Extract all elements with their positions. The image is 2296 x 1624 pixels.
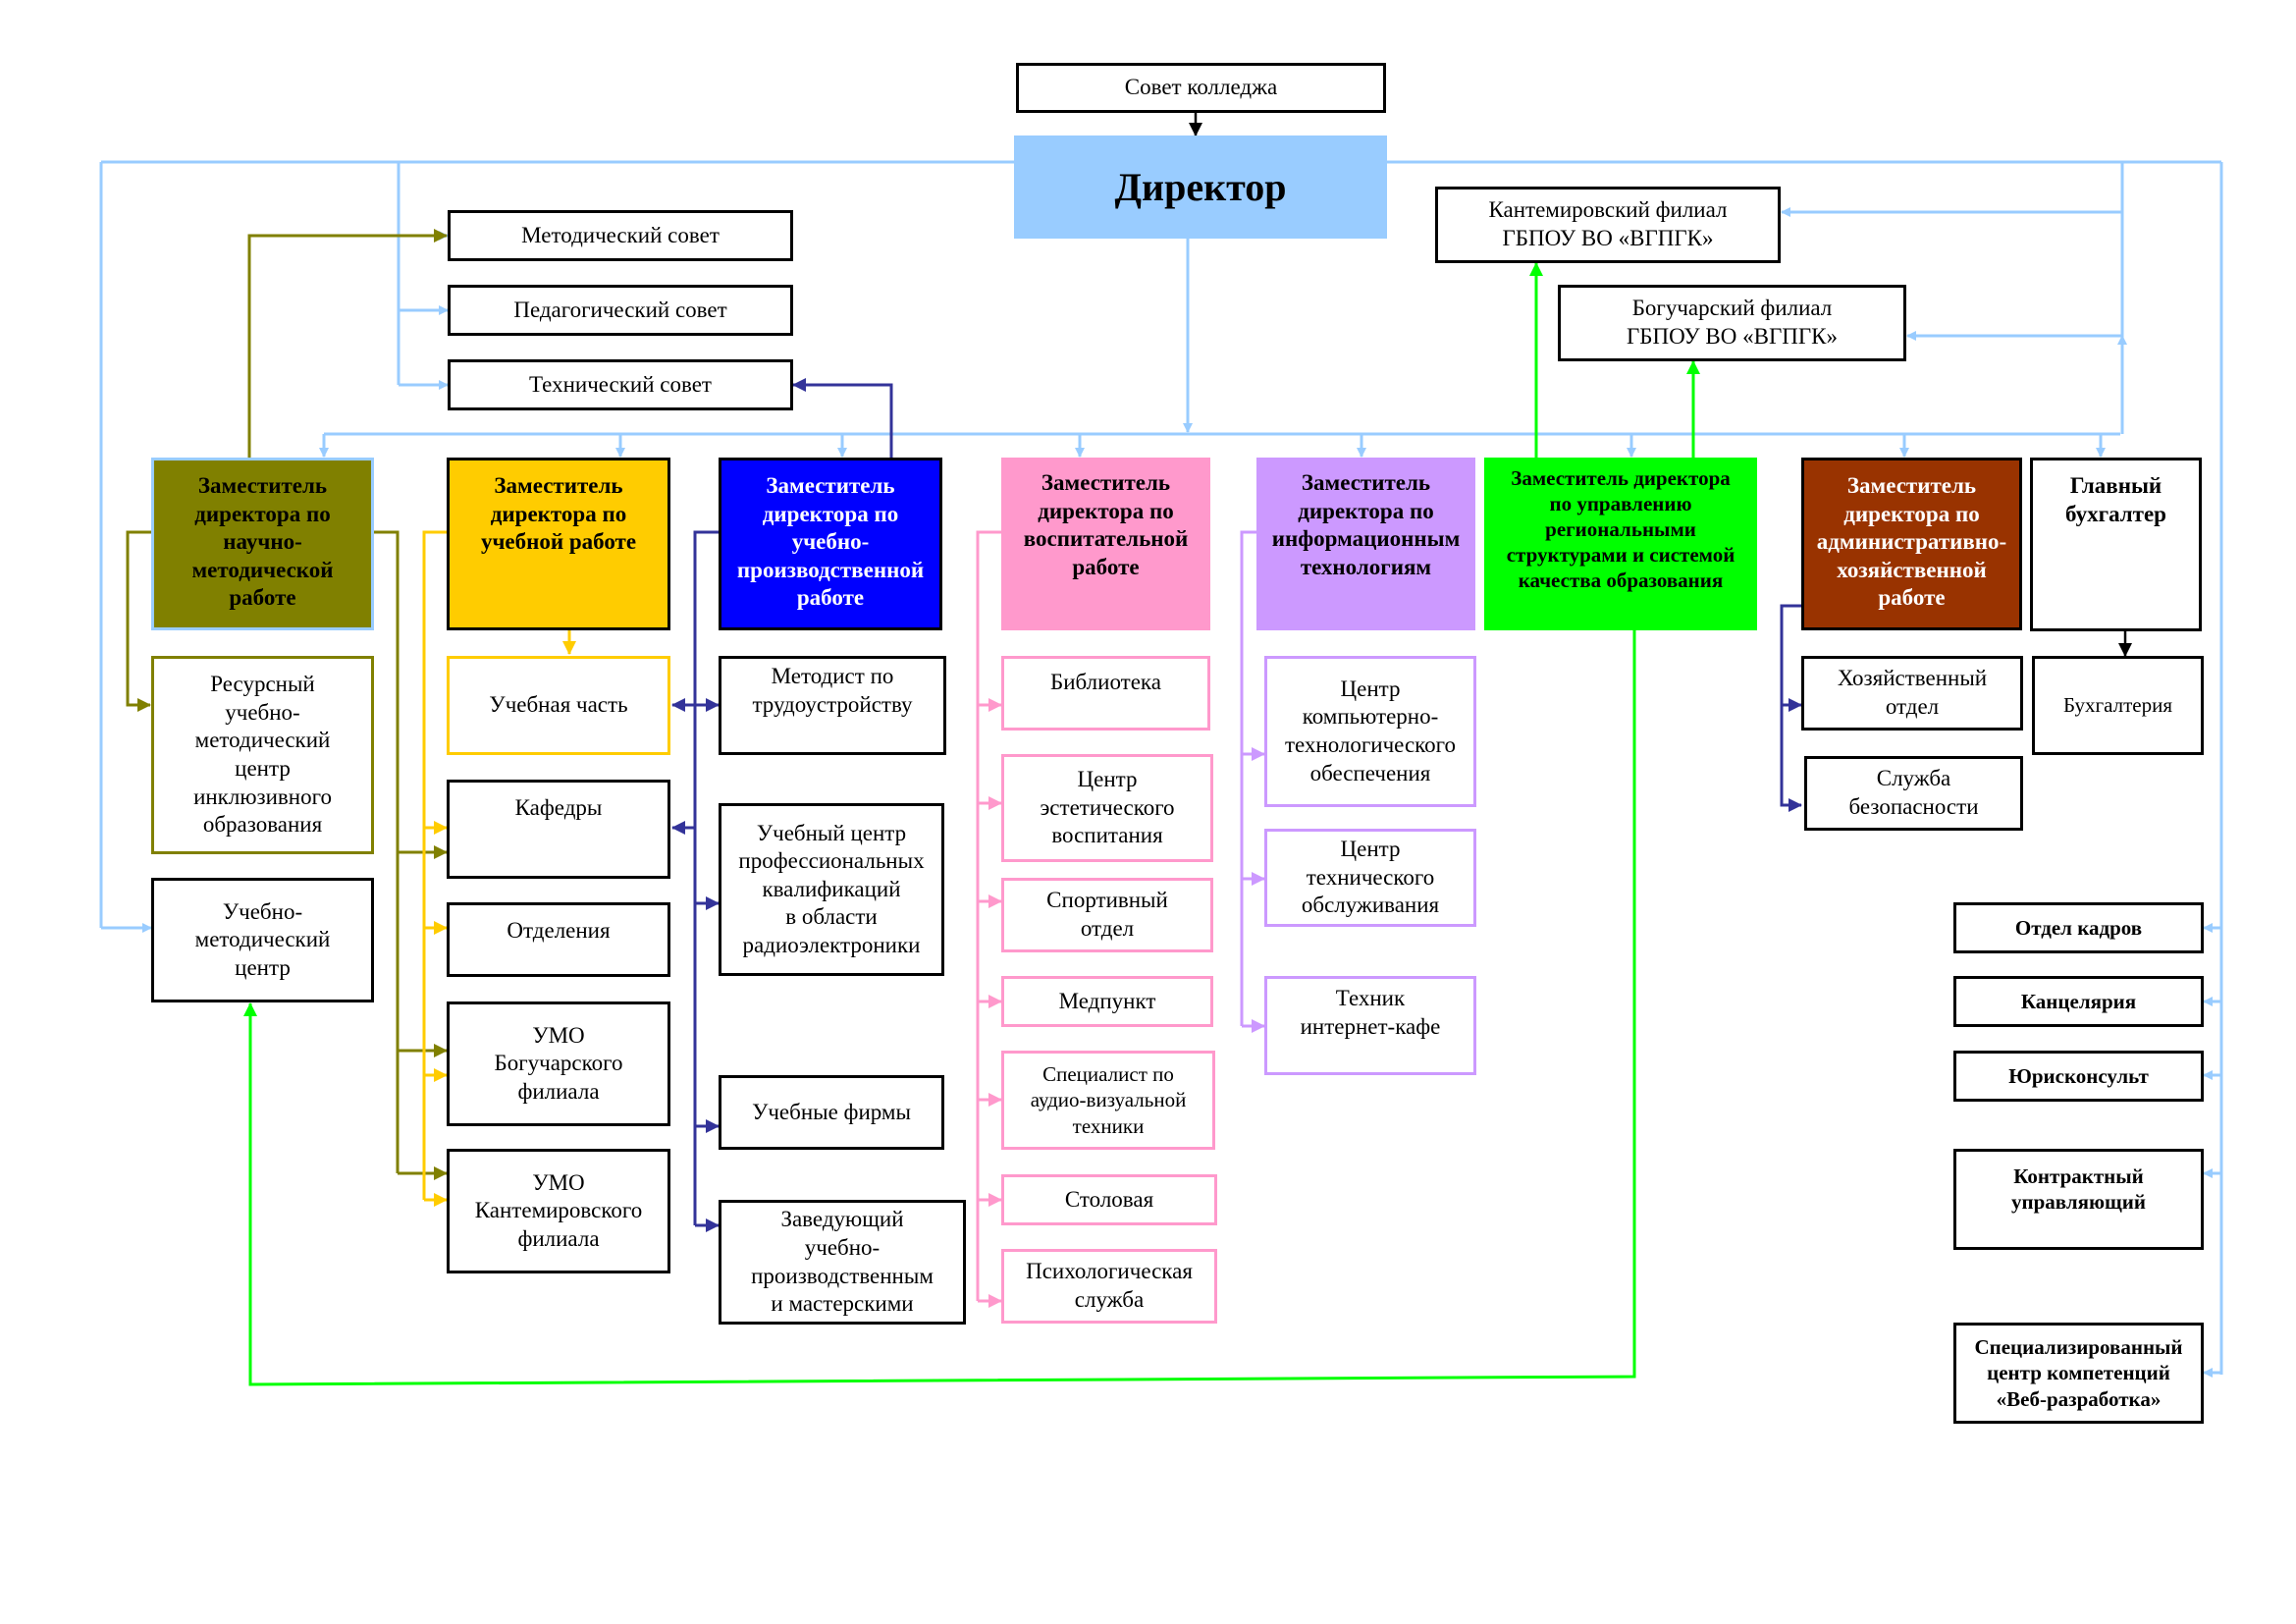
umo-boguchar-box: УМО Богучарского филиала — [447, 1001, 670, 1126]
internet-cafe-box: Техник интернет-кафе — [1264, 976, 1476, 1075]
kantemirovka-branch-label: Кантемировский филиал ГБПОУ ВО «ВГПГК» — [1488, 197, 1728, 250]
computer-center-box: Центр компьютерно- технологического обес… — [1264, 656, 1476, 807]
pedagogical-council-box: Педагогический совет — [448, 285, 793, 336]
methodical-council-label: Методический совет — [521, 222, 720, 247]
medical-box: Медпункт — [1001, 976, 1213, 1027]
tech-service-label: Центр технического обслуживания — [1301, 837, 1440, 918]
director-box: Директор — [1014, 135, 1387, 239]
deputy-regional-label: Заместитель директора по управлению реги… — [1506, 466, 1735, 593]
method-center-label: Учебно- методический центр — [194, 898, 331, 980]
technical-council-label: Технический совет — [529, 371, 712, 397]
technical-council-box: Технический совет — [448, 359, 793, 410]
deputy-it-label: Заместитель директора по информационным … — [1271, 470, 1461, 579]
psych-service-label: Психологическая служба — [1026, 1259, 1193, 1312]
study-part-label: Учебная часть — [489, 692, 628, 718]
household-box: Хозяйственный отдел — [1801, 656, 2023, 731]
training-center-label: Учебный центр профессиональных квалифика… — [738, 820, 925, 957]
deputy-science-label: Заместитель директора по научно- методич… — [191, 473, 334, 611]
divisions-label: Отделения — [507, 918, 611, 943]
umo-kantemirovka-box: УМО Кантемировского филиала — [447, 1149, 670, 1273]
internet-cafe-label: Техник интернет-кафе — [1300, 986, 1441, 1039]
method-center-box: Учебно- методический центр — [151, 878, 374, 1002]
sport-department-box: Спортивный отдел — [1001, 878, 1213, 952]
workshops-head-box: Заведующий учебно- производственным и ма… — [719, 1200, 966, 1325]
workshops-head-label: Заведующий учебно- производственным и ма… — [751, 1207, 934, 1317]
pedagogical-council-label: Педагогический совет — [513, 297, 727, 322]
canteen-box: Столовая — [1001, 1174, 1217, 1225]
academic-connectors — [422, 530, 576, 1207]
black-connectors — [1189, 113, 2132, 657]
kantemirovka-branch-box: Кантемировский филиал ГБПОУ ВО «ВГПГК» — [1435, 187, 1781, 263]
aesthetic-center-box: Центр эстетического воспитания — [1001, 754, 1213, 862]
competence-center-label: Специализированный центр компетенций «Ве… — [1974, 1335, 2183, 1411]
divisions-box: Отделения — [447, 902, 670, 977]
library-box: Библиотека — [1001, 656, 1210, 731]
hr-label: Отдел кадров — [2014, 915, 2143, 940]
chief-accountant-label: Главный бухгалтер — [2065, 473, 2166, 526]
it-connectors — [1240, 530, 1265, 1033]
training-firms-label: Учебные фирмы — [752, 1099, 911, 1124]
deputy-science-box: Заместитель директора по научно- методич… — [151, 458, 374, 630]
college-council-box: Совет колледжа — [1016, 63, 1386, 113]
methodical-council-box: Методический совет — [448, 210, 793, 261]
deputy-academic-box: Заместитель директора по учебной работе — [447, 458, 670, 630]
deputy-education-box: Заместитель директора по воспитательной … — [1001, 458, 1210, 630]
computer-center-label: Центр компьютерно- технологического обес… — [1284, 676, 1457, 785]
aesthetic-center-label: Центр эстетического воспитания — [1040, 767, 1175, 848]
library-label: Библиотека — [1050, 670, 1161, 694]
sport-department-label: Спортивный отдел — [1046, 888, 1168, 941]
resource-center-label: Ресурсный учебно- методический центр инк… — [193, 672, 332, 838]
deputy-academic-label: Заместитель директора по учебной работе — [480, 473, 637, 555]
departments-box: Кафедры — [447, 780, 670, 879]
boguchar-branch-label: Богучарский филиал ГБПОУ ВО «ВГПГК» — [1626, 296, 1839, 349]
competence-center-box: Специализированный центр компетенций «Ве… — [1953, 1323, 2204, 1424]
director-connectors — [99, 160, 2223, 1378]
director-label: Директор — [1114, 164, 1287, 209]
deputy-it-box: Заместитель директора по информационным … — [1256, 458, 1475, 630]
methodist-label: Методист по трудоустройству — [752, 664, 913, 717]
science-connectors — [126, 229, 448, 1180]
boguchar-branch-box: Богучарский филиал ГБПОУ ВО «ВГПГК» — [1558, 285, 1906, 361]
study-part-box: Учебная часть — [447, 656, 670, 755]
deputy-production-box: Заместитель директора по учебно- произво… — [719, 458, 942, 630]
hr-box: Отдел кадров — [1953, 902, 2204, 953]
umo-kantemirovka-label: УМО Кантемировского филиала — [474, 1169, 643, 1251]
tech-service-box: Центр технического обслуживания — [1264, 829, 1476, 927]
chief-accountant-box: Главный бухгалтер — [2030, 458, 2202, 631]
training-firms-box: Учебные фирмы — [719, 1075, 944, 1150]
contract-manager-box: Контрактный управляющий — [1953, 1149, 2204, 1250]
accounting-label: Бухгалтерия — [2062, 693, 2173, 718]
resource-center-box: Ресурсный учебно- методический центр инк… — [151, 656, 374, 854]
deputy-admin-box: Заместитель директора по административно… — [1801, 458, 2022, 630]
security-label: Служба безопасности — [1848, 766, 1979, 819]
office-label: Канцелярия — [2020, 989, 2137, 1013]
umo-boguchar-label: УМО Богучарского филиала — [494, 1022, 623, 1104]
methodist-box: Методист по трудоустройству — [719, 656, 946, 755]
medical-label: Медпункт — [1058, 988, 1156, 1013]
av-specialist-label: Специалист по аудио-визуальной техники — [1030, 1062, 1187, 1138]
college-council-label: Совет колледжа — [1124, 75, 1278, 100]
contract-manager-label: Контрактный управляющий — [2011, 1164, 2146, 1215]
departments-label: Кафедры — [514, 795, 603, 820]
security-box: Служба безопасности — [1804, 756, 2023, 831]
deputy-education-label: Заместитель директора по воспитательной … — [1023, 470, 1189, 579]
household-label: Хозяйственный отдел — [1837, 666, 1988, 719]
education-connectors — [976, 530, 1002, 1308]
production-connectors — [671, 378, 1802, 1232]
lawyer-box: Юрисконсульт — [1953, 1051, 2204, 1102]
lawyer-label: Юрисконсульт — [2008, 1063, 2149, 1088]
regional-connectors — [243, 262, 1700, 1386]
av-specialist-box: Специалист по аудио-визуальной техники — [1001, 1051, 1215, 1150]
canteen-label: Столовая — [1064, 1186, 1154, 1212]
training-center-box: Учебный центр профессиональных квалифика… — [719, 803, 944, 976]
psych-service-box: Психологическая служба — [1001, 1249, 1217, 1324]
deputy-admin-label: Заместитель директора по административно… — [1816, 473, 2007, 611]
deputy-regional-box: Заместитель директора по управлению реги… — [1484, 458, 1757, 630]
office-box: Канцелярия — [1953, 976, 2204, 1027]
deputy-production-label: Заместитель директора по учебно- произво… — [736, 473, 925, 611]
accounting-box: Бухгалтерия — [2032, 656, 2204, 755]
